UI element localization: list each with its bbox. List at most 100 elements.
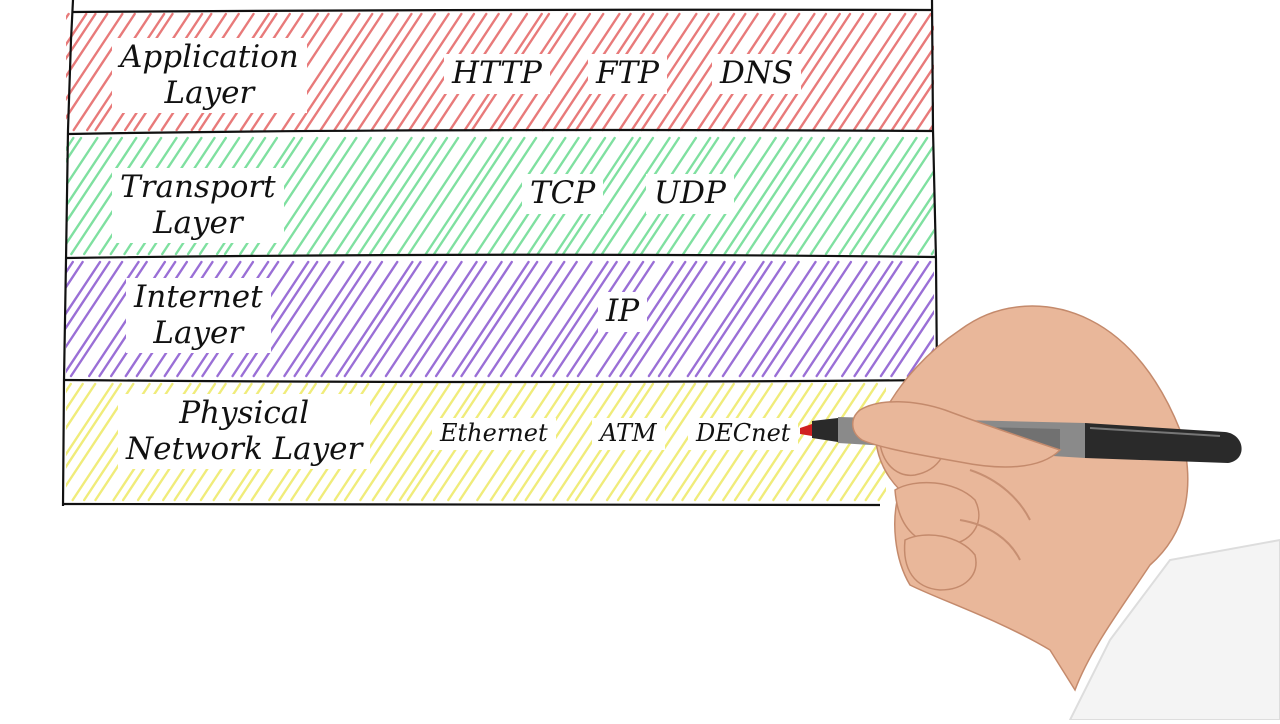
hatch-stroke [333,136,413,256]
hatch-stroke [424,136,504,256]
hatch-stroke [407,136,487,256]
hatch-stroke [70,136,150,256]
hatch-stroke [318,136,399,256]
hatch-stroke [345,136,425,256]
hatch-stroke [399,260,478,378]
hatch-stroke [619,260,698,378]
hatch-stroke [761,12,841,132]
layer-label-transport: Transport Layer [112,168,284,244]
hatch-stroke [369,260,448,378]
hatch-stroke [879,293,934,378]
hatch-stroke [66,382,84,412]
hatch-stroke [686,260,765,378]
hatch-stroke [385,382,465,502]
layer-label-line2: Layer [152,204,243,241]
hatch-stroke [66,12,124,102]
hand-finger [894,481,980,547]
hatch-stroke [432,136,513,256]
hatch-stroke [906,334,934,378]
hatch-stroke [66,136,138,247]
hatch-stroke [668,260,747,378]
hatch-stroke [783,136,863,256]
hatch-stroke [252,260,331,378]
protocol-label-dns: DNS [712,54,802,94]
hatch-stroke [915,102,934,132]
hatch-stroke [772,136,852,256]
hatch-stroke [371,382,451,502]
hatch-stroke [890,309,934,378]
hatch-stroke [853,260,932,378]
hatch-stroke [66,12,97,61]
hatch-stroke [395,12,476,132]
protocol-label-ip: IP [598,292,648,332]
hatch-stroke [370,12,450,132]
hatch-stroke [899,202,934,256]
divider-line [62,502,881,507]
protocol-label-atm: ATM [592,418,665,450]
hatch-stroke [66,260,124,349]
layer-label-physical: Physical Network Layer [118,394,371,470]
hatch-stroke [892,191,934,256]
hatch-stroke [333,12,413,132]
protocol-label-http: HTTP [444,54,550,94]
hatch-stroke [474,260,553,378]
hatch-stroke [446,136,526,256]
hatch-stroke [917,228,934,256]
hatch-stroke [66,260,140,374]
hatch-stroke [499,260,578,378]
hatch-stroke [900,79,934,132]
hatch-stroke [751,260,830,378]
hatch-stroke [66,136,124,225]
hatch-stroke [797,12,877,132]
hatch-stroke [319,12,399,132]
hatch-stroke [278,136,358,256]
layer-label-line2: Layer [153,314,244,351]
hatch-stroke [541,12,621,132]
hatch-stroke [66,260,111,330]
hatch-stroke [815,260,894,378]
hatch-stroke [368,136,449,256]
layer-label-line1: Application [120,39,299,75]
hatch-stroke [784,12,865,132]
hatch-stroke [511,12,592,132]
hand-finger [903,534,977,591]
layer-label-line1: Physical [179,395,310,431]
hatch-stroke [655,12,736,132]
hatch-stroke [66,260,84,290]
hatch-stroke [396,136,477,256]
hatch-stroke [240,260,319,378]
hatch-stroke [552,260,631,378]
table-outline [61,0,939,507]
hatch-stroke [304,12,384,132]
marker-tip [800,424,812,436]
shirt-sleeve [1068,538,1280,720]
hatch-stroke [292,136,373,256]
hatch-stroke [811,12,892,132]
divider-line [65,253,937,260]
hatch-stroke [630,12,710,132]
protocol-label-ethernet: Ethernet [432,418,556,450]
hatch-stroke [628,382,709,502]
hatch-stroke [837,12,917,132]
knuckle-crease [959,519,1021,561]
hatch-stroke [629,260,708,378]
hatch-stroke [647,260,726,378]
hatch-stroke [356,12,437,132]
hatch-stroke [306,136,386,256]
hatch-stroke [474,136,554,256]
hatch-stroke [738,260,817,378]
hatch-stroke [860,143,934,256]
left-border-line [61,0,75,507]
layer-label-application: Application Layer [112,38,307,114]
hatch-stroke [802,260,881,378]
hatch-stroke [360,260,439,378]
layer-label-line2: Network Layer [126,430,363,467]
hatch-stroke [600,136,681,256]
hatch-stroke [824,260,903,378]
protocol-label-ftp: FTP [588,54,668,94]
layer-label-line1: Transport [120,169,276,205]
hatch-stroke [451,260,530,378]
hatch-stroke [890,64,934,132]
top-line [72,8,933,14]
